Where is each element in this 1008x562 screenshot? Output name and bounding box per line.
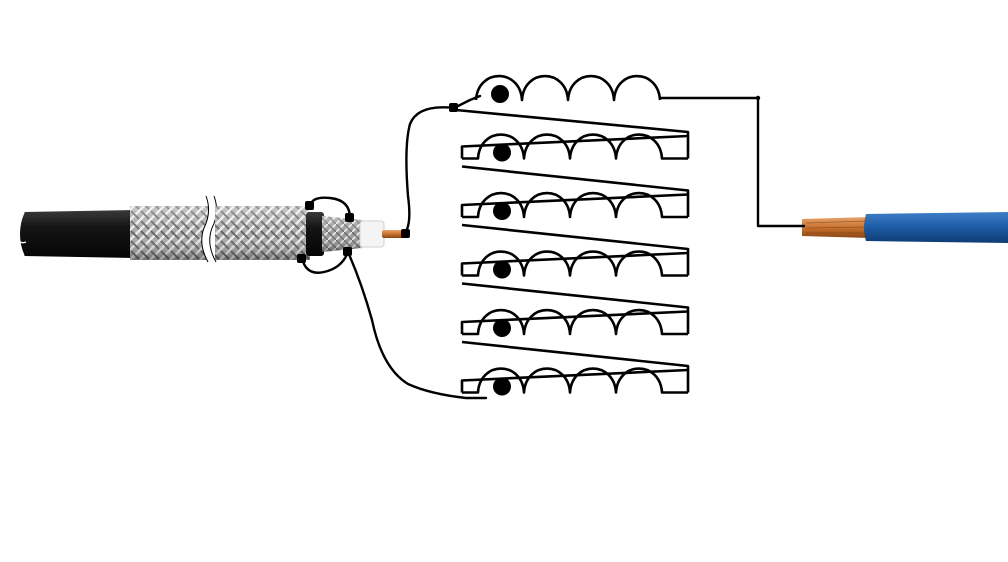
coil-layer-link xyxy=(460,368,689,393)
coil-turns xyxy=(462,250,688,277)
coil-layer-link xyxy=(460,310,689,334)
coil-turns xyxy=(474,74,662,102)
terminal-dot-icon xyxy=(345,213,354,222)
coil-layer xyxy=(462,367,688,396)
coax-outer-jacket xyxy=(20,210,132,258)
terminal-dot-icon xyxy=(343,247,352,256)
terminal-dot-icon xyxy=(449,103,458,112)
terminal-dot-icon xyxy=(297,254,306,263)
polarity-dot-icon xyxy=(493,377,511,396)
polarity-dot-icon xyxy=(493,319,511,337)
coax-jacket-end xyxy=(18,211,25,257)
center-conductor-lead xyxy=(402,94,482,236)
polarity-dot-icon xyxy=(493,260,511,279)
output-wire-insulation xyxy=(864,212,1008,243)
coil-turns xyxy=(462,308,688,336)
terminals xyxy=(297,95,761,263)
terminal-dot-icon xyxy=(755,95,761,101)
shield-lead xyxy=(346,250,488,400)
coax-cable xyxy=(17,195,404,263)
terminal-dot-icon xyxy=(401,229,410,238)
coil-stack xyxy=(455,74,690,396)
output-wire xyxy=(802,212,1008,243)
polarity-dot-icon xyxy=(491,85,509,103)
coil-layer-link xyxy=(455,108,690,159)
terminal-dot-icon xyxy=(305,201,314,210)
polarity-dot-icon xyxy=(493,202,511,220)
coil-layer xyxy=(455,74,690,159)
coil-layer-link xyxy=(460,193,689,217)
shield-jumper-bottom xyxy=(300,250,350,274)
coax-center-conductor xyxy=(382,230,404,238)
coax-jacket-collar xyxy=(306,212,324,256)
coil-layer-link xyxy=(460,134,689,159)
coil-turns xyxy=(462,133,688,160)
polarity-dot-icon xyxy=(493,143,511,162)
coil-turns xyxy=(462,191,688,219)
cable-break-icon xyxy=(201,195,218,263)
coax-dielectric xyxy=(359,220,385,248)
coil-layer-link xyxy=(460,251,689,276)
output-lead xyxy=(658,96,806,228)
coil-turns xyxy=(462,367,688,394)
